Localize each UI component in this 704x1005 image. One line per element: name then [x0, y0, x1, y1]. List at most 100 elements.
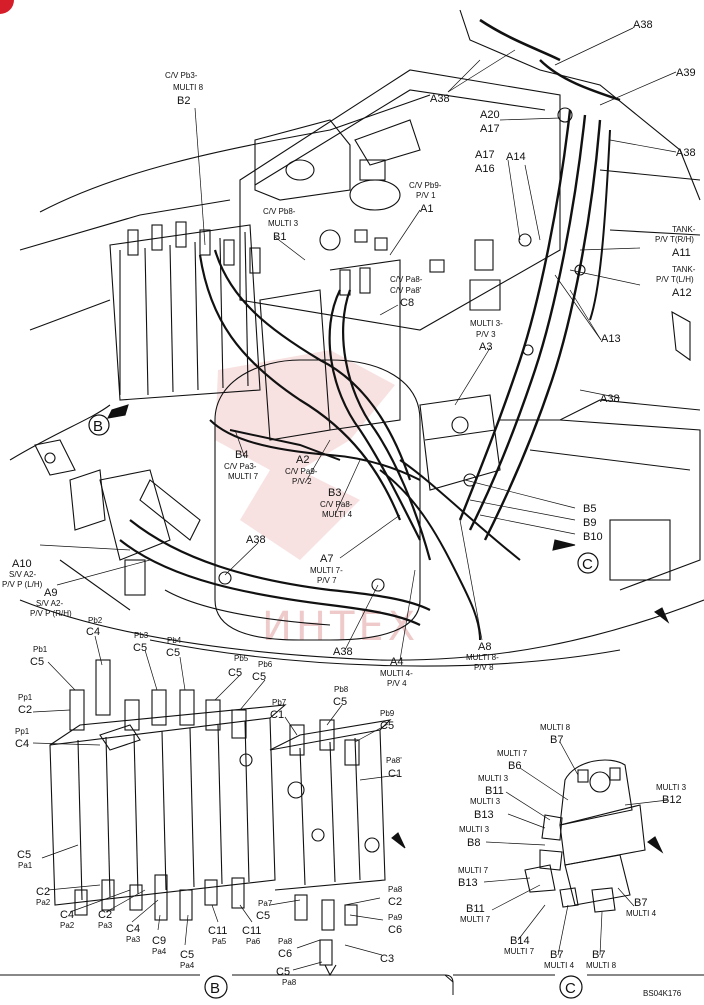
sublabel-vb-pa1: Pa1: [18, 861, 33, 870]
label-vc-b7-m4a: B7: [550, 949, 563, 961]
label-vb-c5-pb9: C5: [380, 720, 394, 732]
sublabel-a9-1: S/V A2-: [36, 599, 63, 608]
sublabel-b4-2: MULTI 7: [228, 472, 259, 481]
sublabel-a1-1: C/V Pb9-: [409, 181, 442, 190]
label-vb-c2-pa2: C2: [36, 886, 50, 898]
sublabel-vb-pa4a: Pa4: [152, 947, 167, 956]
label-a4: A4: [390, 656, 403, 668]
sublabel-vb-pp1a: Pp1: [18, 693, 33, 702]
sublabel-vc-m7-top: MULTI 7: [497, 749, 528, 758]
page-corner-marker: [0, 0, 14, 14]
watermark-text: ИНТЕХ: [262, 604, 419, 650]
sublabel-vb-pa8b: Pa8: [278, 937, 293, 946]
sublabel-vc-m7c: MULTI 7: [504, 947, 535, 956]
label-vb-c4-pp1: C4: [15, 738, 29, 750]
label-vc-b11-bot: B11: [466, 903, 485, 915]
sublabel-vb-pb3: Pb3: [134, 631, 149, 640]
label-vb-c5-pa1: C5: [17, 849, 31, 861]
label-a2: A2: [296, 454, 309, 466]
view-b-caption: B: [204, 975, 228, 999]
sublabel-vb-pa8c: Pa8: [282, 978, 297, 987]
sublabel-vb-pa4b: Pa4: [180, 961, 195, 970]
sublabel-vb-pa9: Pa9: [388, 913, 403, 922]
label-vb-c1-pa8p: C1: [388, 768, 402, 780]
sublabel-b2-1: C/V Pb3-: [165, 71, 198, 80]
sublabel-a8-2: P/V 8: [474, 663, 494, 672]
sublabel-b1-2: MULTI 3: [268, 219, 299, 228]
sublabel-vb-pb7: Pb7: [272, 698, 287, 707]
label-vc-b13-top: B13: [474, 809, 494, 821]
sublabel-vc-m3b: MULTI 3: [470, 797, 501, 806]
label-a38-6: A38: [333, 646, 353, 658]
label-vb-c2-pp1: C2: [18, 704, 32, 716]
label-b1: B1: [273, 231, 286, 243]
svg-text:B: B: [93, 418, 103, 435]
sublabel-vb-pb8: Pb8: [334, 685, 349, 694]
label-b3: B3: [328, 487, 341, 499]
view-c-labels: MULTI 8 B7 MULTI 7 B6 MULTI 3 B11 MULTI …: [458, 723, 687, 970]
sublabel-c8-2: C/V Pa8': [390, 286, 422, 295]
sublabel-b3-1: C/V Pa8-: [320, 500, 353, 509]
svg-text:C: C: [565, 980, 576, 997]
sublabel-b4-1: C/V Pa3-: [224, 462, 257, 471]
view-b-control-valve: [49, 659, 406, 977]
sheet-code: BS04K176: [643, 989, 682, 998]
sublabel-vb-pa3a: Pa3: [98, 921, 113, 930]
sublabel-vb-pa3b: Pa3: [126, 935, 141, 944]
view-c-multi-valve: [524, 759, 664, 913]
label-vb-c6-pa8: C6: [278, 948, 292, 960]
label-vc-b11-top: B11: [485, 785, 504, 797]
view-c-leaders: [483, 741, 669, 956]
label-vb-c11-pa6: C11: [242, 925, 261, 937]
label-vc-b8: B8: [467, 837, 480, 849]
label-a7: A7: [320, 553, 333, 565]
svg-text:B: B: [210, 980, 220, 997]
label-b10: B10: [583, 531, 603, 543]
label-a20: A20: [480, 109, 500, 121]
sublabel-vc-m3c: MULTI 3: [656, 783, 687, 792]
sublabel-a7-1: MULTI 7-: [310, 566, 343, 575]
sublabel-a10-2: P/V P (L/H): [2, 580, 43, 589]
label-b9: B9: [583, 517, 596, 529]
sublabel-a2-2: P/V 2: [292, 477, 312, 486]
sublabel-vb-pa2b: Pa2: [60, 921, 75, 930]
sublabel-vb-pp1b: Pp1: [15, 727, 30, 736]
view-c-caption: C: [559, 975, 583, 999]
main-assembly-drawing: [9, 9, 704, 667]
view-b-labels: Pb2 C4 Pb1 C5 Pb3 C5 Pb4 C5 Pb5 C5 Pb6 C…: [15, 616, 403, 987]
label-a3: A3: [479, 341, 492, 353]
sublabel-a4-1: MULTI 4-: [380, 669, 413, 678]
label-vc-b14: B14: [510, 935, 530, 947]
view-callout-c: C: [577, 552, 599, 574]
label-a38-5: A38: [246, 534, 266, 546]
view-callout-b: B: [88, 414, 110, 436]
label-a38-top: A38: [633, 19, 653, 31]
svg-text:C: C: [582, 556, 593, 573]
label-a38-4: A38: [600, 393, 620, 405]
sublabel-a3-1: MULTI 3-: [470, 319, 503, 328]
sublabel-vb-pb6: Pb6: [258, 660, 273, 669]
leader-lines: [39, 27, 677, 661]
sublabel-a9-2: P/V P (R/H): [30, 609, 72, 618]
sublabel-vc-m8-top: MULTI 8: [540, 723, 571, 732]
sublabel-vb-pb2: Pb2: [88, 616, 103, 625]
label-a17b: A17: [475, 149, 495, 161]
sublabel-vc-m3d: MULTI 3: [459, 825, 490, 834]
sublabel-vb-pa5: Pa5: [212, 937, 227, 946]
sublabel-c8-1: C/V Pa8-: [390, 275, 423, 284]
sublabel-vb-pa7: Pa7: [258, 899, 273, 908]
sublabel-vb-pa8a: Pa8: [388, 885, 403, 894]
sublabel-vb-pb1: Pb1: [33, 645, 48, 654]
label-vb-c6-pa9: C6: [388, 924, 402, 936]
sublabel-vb-pa6: Pa6: [246, 937, 261, 946]
label-vc-b12: B12: [662, 794, 682, 806]
label-a38-2: A38: [430, 93, 450, 105]
label-b5: B5: [583, 503, 596, 515]
sublabel-vc-m4b: MULTI 4: [626, 909, 657, 918]
label-vc-b7-m4b: B7: [634, 897, 647, 909]
label-vb-c2-pa8: C2: [388, 896, 402, 908]
sublabel-vb-pa2a: Pa2: [36, 898, 51, 907]
sublabel-vb-pa8p: Pa8': [386, 756, 402, 765]
view-b-leaders: [32, 635, 399, 971]
